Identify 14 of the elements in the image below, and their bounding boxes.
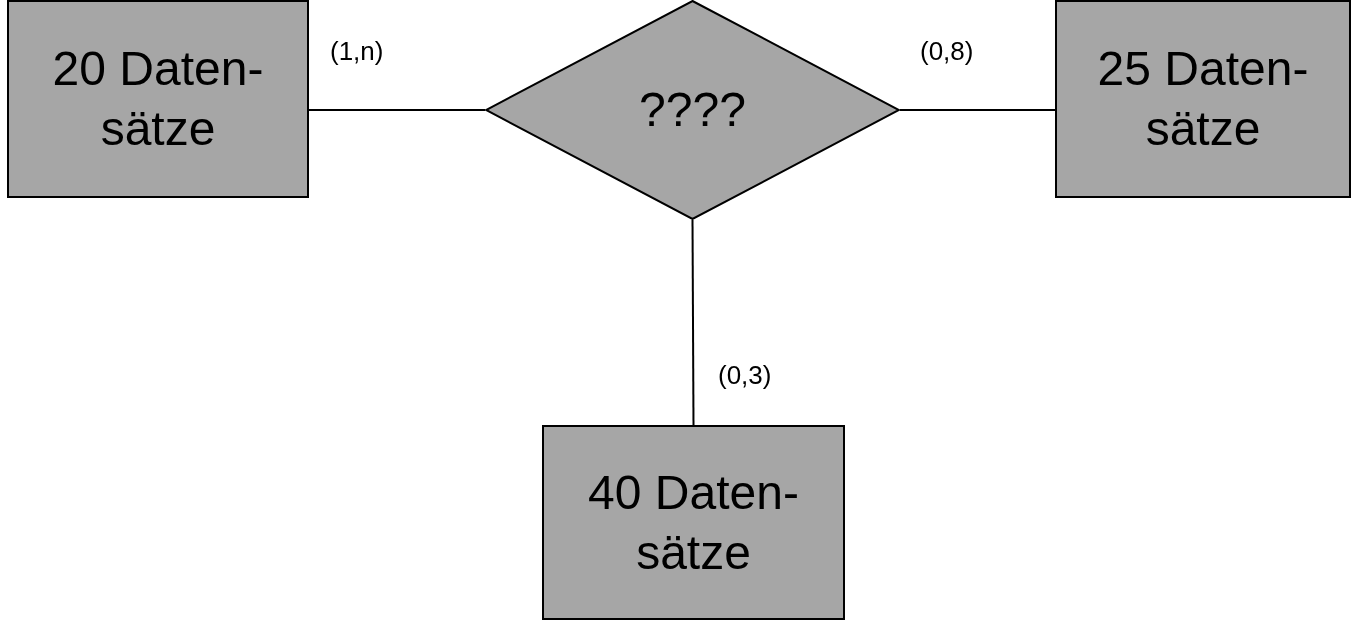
entity-box: [1055, 0, 1351, 198]
entity-box: [7, 0, 309, 198]
node-label: 20 Daten- sätze: [51, 41, 265, 157]
cardinality-label: (0,8): [920, 38, 974, 64]
node-label: 40 Daten- sätze: [587, 464, 800, 581]
node-label: ????: [638, 82, 747, 138]
connector-line: [308, 109, 486, 111]
node-label: 25 Daten- sätze: [1096, 41, 1310, 157]
connector-line: [691, 219, 695, 426]
entity-box: [542, 425, 845, 620]
cardinality-label: (1,n): [330, 38, 384, 64]
cardinality-label: (0,3): [718, 362, 772, 388]
relationship-diamond: [485, 0, 900, 220]
connector-line: [899, 109, 1056, 111]
